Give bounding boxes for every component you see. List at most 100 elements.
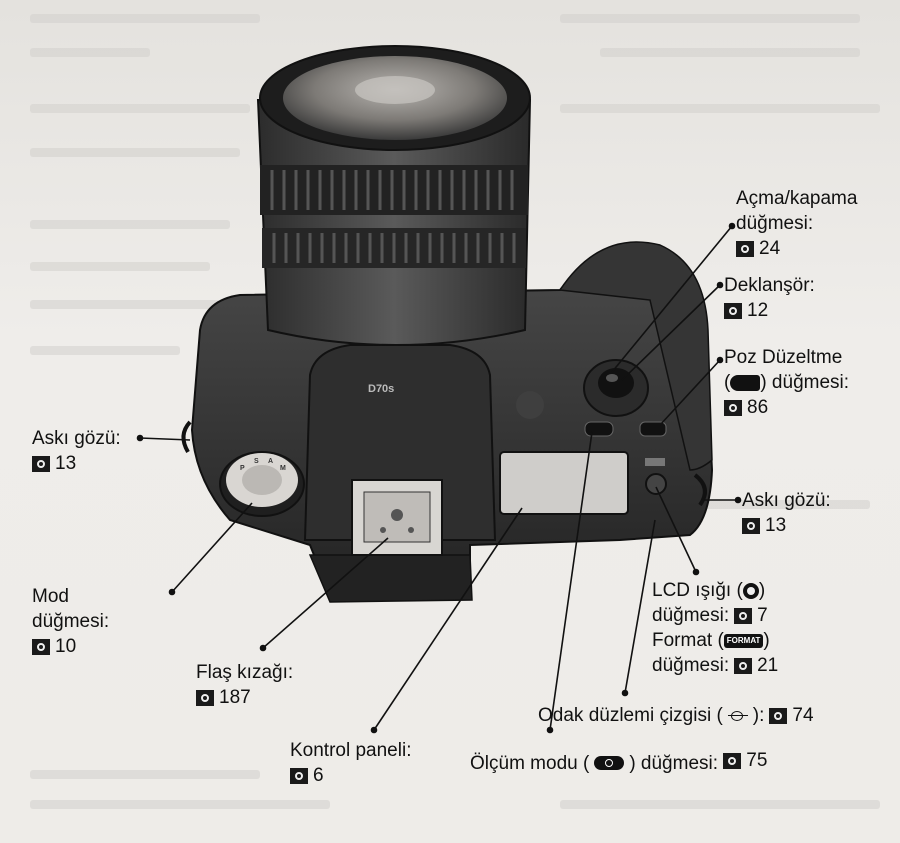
page-ref: Ölçüm modu ( ) düğmesi: <box>470 751 718 776</box>
exposure-comp-button <box>639 421 667 437</box>
label-flash-shoe-line1: Flaş kızağı: <box>196 662 294 683</box>
text: ) düğmesi: <box>629 752 719 774</box>
page-reference-icon <box>32 455 50 472</box>
bleed-through-text <box>700 500 870 509</box>
text: Format ( <box>652 630 724 651</box>
page-ref: 10 <box>32 634 76 659</box>
label-power-switch-line2: düğmesi: <box>736 213 814 234</box>
text: ) <box>758 580 766 601</box>
svg-text:P: P <box>240 465 245 472</box>
label-format: Format (FORMAT) düğmesi: 21 <box>652 628 778 678</box>
bleed-through-text <box>30 48 150 57</box>
page-ref: 75 <box>723 748 767 773</box>
bleed-through-text <box>30 300 220 309</box>
label-shutter-line1: Deklanşör: <box>724 275 815 296</box>
text: düğmesi: <box>652 655 730 676</box>
bleed-through-text <box>30 220 230 229</box>
strap-eyelet-left <box>181 420 192 454</box>
page-reference-icon <box>724 302 742 319</box>
flash-shoe <box>351 479 443 556</box>
page-number: 187 <box>219 687 251 708</box>
format-icon: FORMAT <box>723 633 764 648</box>
page-reference-icon <box>736 240 754 257</box>
lcd-light-button <box>645 473 667 495</box>
bleed-through-text <box>560 104 880 113</box>
page-number: 12 <box>747 300 769 321</box>
label-power-switch-line1: Açma/kapama <box>736 188 858 209</box>
zoom-ring <box>260 165 528 215</box>
label-shutter: Deklanşör: 12 <box>724 273 815 326</box>
bleed-through-text <box>30 148 240 157</box>
label-control-panel: Kontrol paneli: 6 <box>290 738 411 791</box>
page-ref: 86 <box>724 395 768 420</box>
page-ref: 6 <box>290 763 324 788</box>
strap-eyelet-right <box>693 473 707 507</box>
page-reference-icon <box>724 399 742 416</box>
lens <box>256 45 532 346</box>
svg-text:A: A <box>268 458 273 465</box>
bleed-through-text <box>30 346 180 355</box>
page-reference-icon <box>196 689 214 706</box>
text: ( <box>724 372 731 393</box>
bleed-through-text <box>560 800 880 809</box>
page-ref: 12 <box>724 298 768 323</box>
page-reference-icon <box>290 767 308 784</box>
metering-icon <box>594 756 625 770</box>
page-reference-icon <box>723 752 742 769</box>
label-strap-eyelet-right-line1: Askı gözü: <box>742 490 831 511</box>
text: Odak düzlemi çizgisi ( <box>538 705 723 726</box>
text: ) <box>763 630 770 651</box>
label-exposure-comp-line1: Poz Düzeltme <box>724 347 843 368</box>
text: ) düğmesi: <box>760 372 850 393</box>
page-number: 86 <box>747 397 769 418</box>
page-number: 24 <box>759 238 781 259</box>
page-number: 6 <box>313 765 324 786</box>
label-mode-dial-line1: Mod <box>32 586 69 607</box>
format-button <box>645 458 665 466</box>
bleed-through-text <box>30 262 210 271</box>
bleed-through-text <box>30 800 330 809</box>
page-ref: düğmesi: 7 <box>652 603 768 628</box>
bleed-through-text <box>30 14 260 23</box>
page-ref: Odak düzlemi çizgisi (): 74 <box>538 703 814 728</box>
label-mode-dial-line2: düğmesi: <box>32 611 110 632</box>
page-number: 75 <box>746 750 768 771</box>
page-reference-icon <box>769 707 788 724</box>
page-number: 74 <box>792 705 814 726</box>
label-control-panel-line1: Kontrol paneli: <box>290 740 412 761</box>
page-reference-icon <box>32 638 50 655</box>
shutter-release <box>583 359 649 417</box>
page-number: 21 <box>757 655 779 676</box>
label-strap-eyelet-left-line1: Askı gözü: <box>32 428 121 449</box>
label-mode-dial: Mod düğmesi: 10 <box>32 584 109 662</box>
leader-lines <box>136 222 742 734</box>
label-exposure-comp: Poz Düzeltme ( ) düğmesi: 86 <box>724 345 849 423</box>
label-strap-eyelet-right: Askı gözü: 13 <box>742 488 831 541</box>
label-lcd-light: LCD ışığı () düğmesi:7 <box>652 578 768 628</box>
bleed-through-text <box>30 770 260 779</box>
label-power-switch: Açma/kapama düğmesi: 24 <box>736 186 857 264</box>
control-panel-lcd <box>499 451 629 515</box>
page-ref: 24 <box>736 236 780 261</box>
page-ref: düğmesi: 21 <box>652 653 778 678</box>
page-number: 7 <box>757 605 768 626</box>
text: düğmesi: <box>652 605 730 626</box>
page-ref: 13 <box>32 451 76 476</box>
label-flash-shoe: Flaş kızağı: 187 <box>196 660 293 713</box>
svg-text:M: M <box>280 465 286 472</box>
exposure-comp-icon <box>730 374 761 391</box>
metering-button <box>584 421 614 437</box>
text: Ölçüm modu ( <box>470 752 590 774</box>
label-focal-plane: Odak düzlemi çizgisi (): 74 <box>538 703 814 728</box>
page-reference-icon <box>734 657 753 674</box>
label-metering: Ölçüm modu ( ) düğmesi: 75 <box>470 748 767 776</box>
page-number: 13 <box>55 453 77 474</box>
lcd-light-icon <box>742 582 759 599</box>
page-number: 10 <box>55 636 77 657</box>
label-strap-eyelet-left: Askı gözü: 13 <box>32 426 121 479</box>
page-reference-icon <box>734 607 753 624</box>
text: ): <box>752 705 765 726</box>
